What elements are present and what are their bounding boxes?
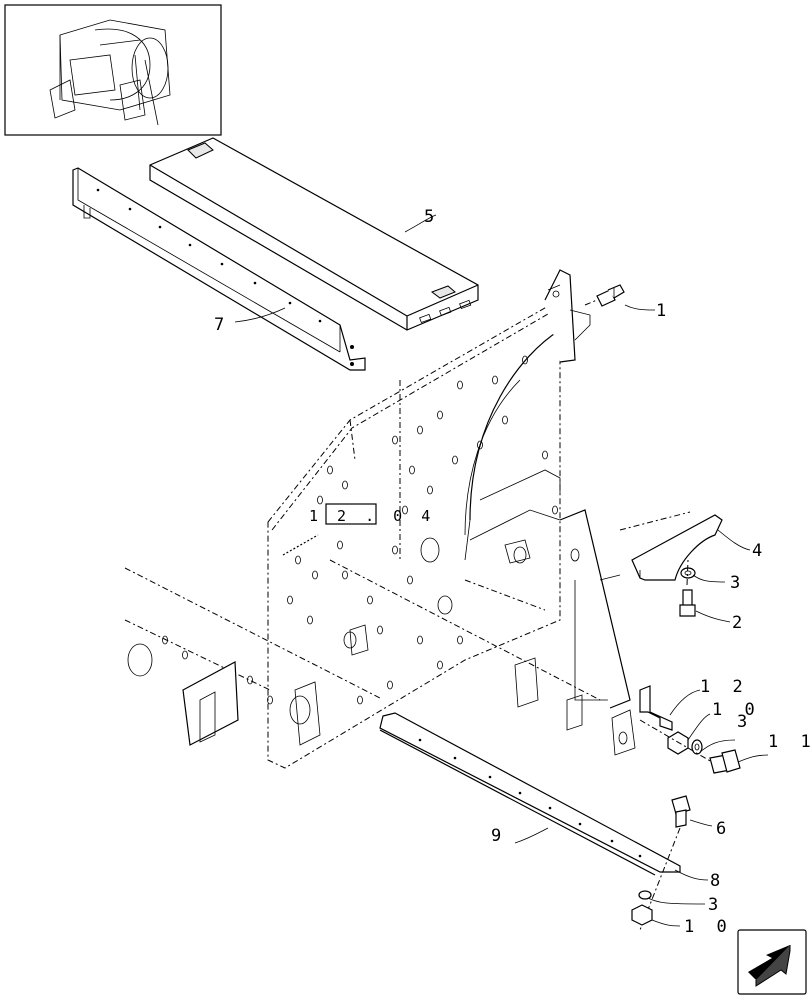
callout-5: 5 [424,207,440,227]
callout-4: 4 [752,541,768,561]
part-6-bolt [639,795,691,931]
callout-7: 7 [214,315,230,335]
part-3-washer-lower [638,890,652,900]
callout-11: 1 1 [768,732,812,752]
part-1-bolt [584,284,625,307]
part-11-bolt [639,719,741,774]
callout-1: 1 [656,301,672,321]
callout-6: 6 [716,819,732,839]
part-9-strip [379,712,681,876]
part-12-bracket [639,685,673,731]
leader-lines [234,214,769,927]
part-5-cover-plate [149,137,479,331]
part-10-nut-lower [631,904,653,926]
callout-2: 2 [732,613,748,633]
callout-labels: 1 2 3 3 3 4 5 6 7 8 9 1 0 1 0 1 1 1 2 [214,207,812,937]
part-10-nut-upper [667,731,689,755]
next-page-arrow-icon[interactable] [737,929,807,995]
callout-3a: 3 [730,573,746,593]
callout-8: 8 [710,871,726,891]
callout-10b: 1 0 [684,917,733,937]
reference-box-text: 1 2 . 0 4 [309,507,435,525]
main-side-frame [124,269,691,769]
callout-9: 9 [491,826,507,846]
callout-10a: 1 0 [712,700,761,720]
callout-3c: 3 [708,895,724,915]
callout-3b: 3 [737,712,753,732]
part-3-washer-middle [691,739,703,755]
reference-box: 1 2 . 0 4 [309,503,435,525]
part-2-bolt [679,559,696,617]
part-7-angle-strip [72,167,366,371]
part-4-bracket [631,514,723,581]
overview-thumbnail [4,4,222,136]
callout-12: 1 2 [700,677,749,697]
